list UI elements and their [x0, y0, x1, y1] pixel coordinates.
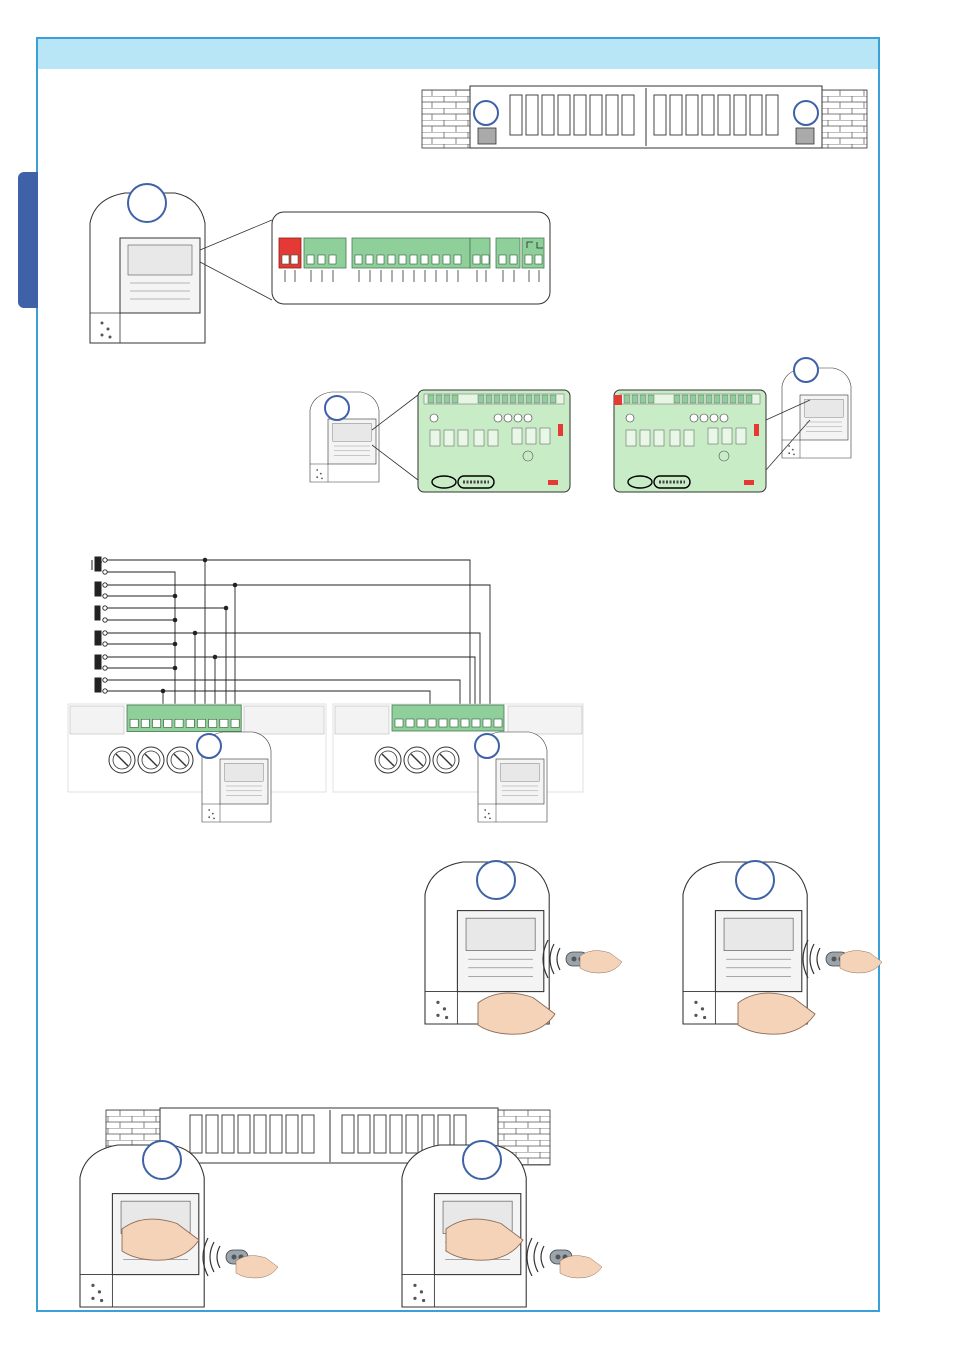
marker-circle: [463, 1141, 501, 1179]
marker-circle: [128, 184, 166, 222]
marker-circle: [477, 861, 515, 899]
marker-circle: [794, 101, 818, 125]
radio-programming-b: [683, 861, 882, 1034]
wiring-connections: [68, 557, 583, 822]
motor-with-terminal-strip: [90, 184, 550, 343]
marker-circle: [794, 358, 818, 382]
gate-two-motors: [422, 86, 867, 148]
radio-programming-a: [425, 861, 622, 1034]
control-board-left: [310, 390, 570, 492]
marker-circle: [197, 734, 221, 758]
marker-circle: [475, 734, 499, 758]
control-board-right: [614, 358, 851, 492]
marker-circle: [736, 861, 774, 899]
marker-circle: [143, 1141, 181, 1179]
marker-circle: [474, 101, 498, 125]
final-gate-programming: [80, 1108, 602, 1307]
marker-circle: [325, 396, 349, 420]
